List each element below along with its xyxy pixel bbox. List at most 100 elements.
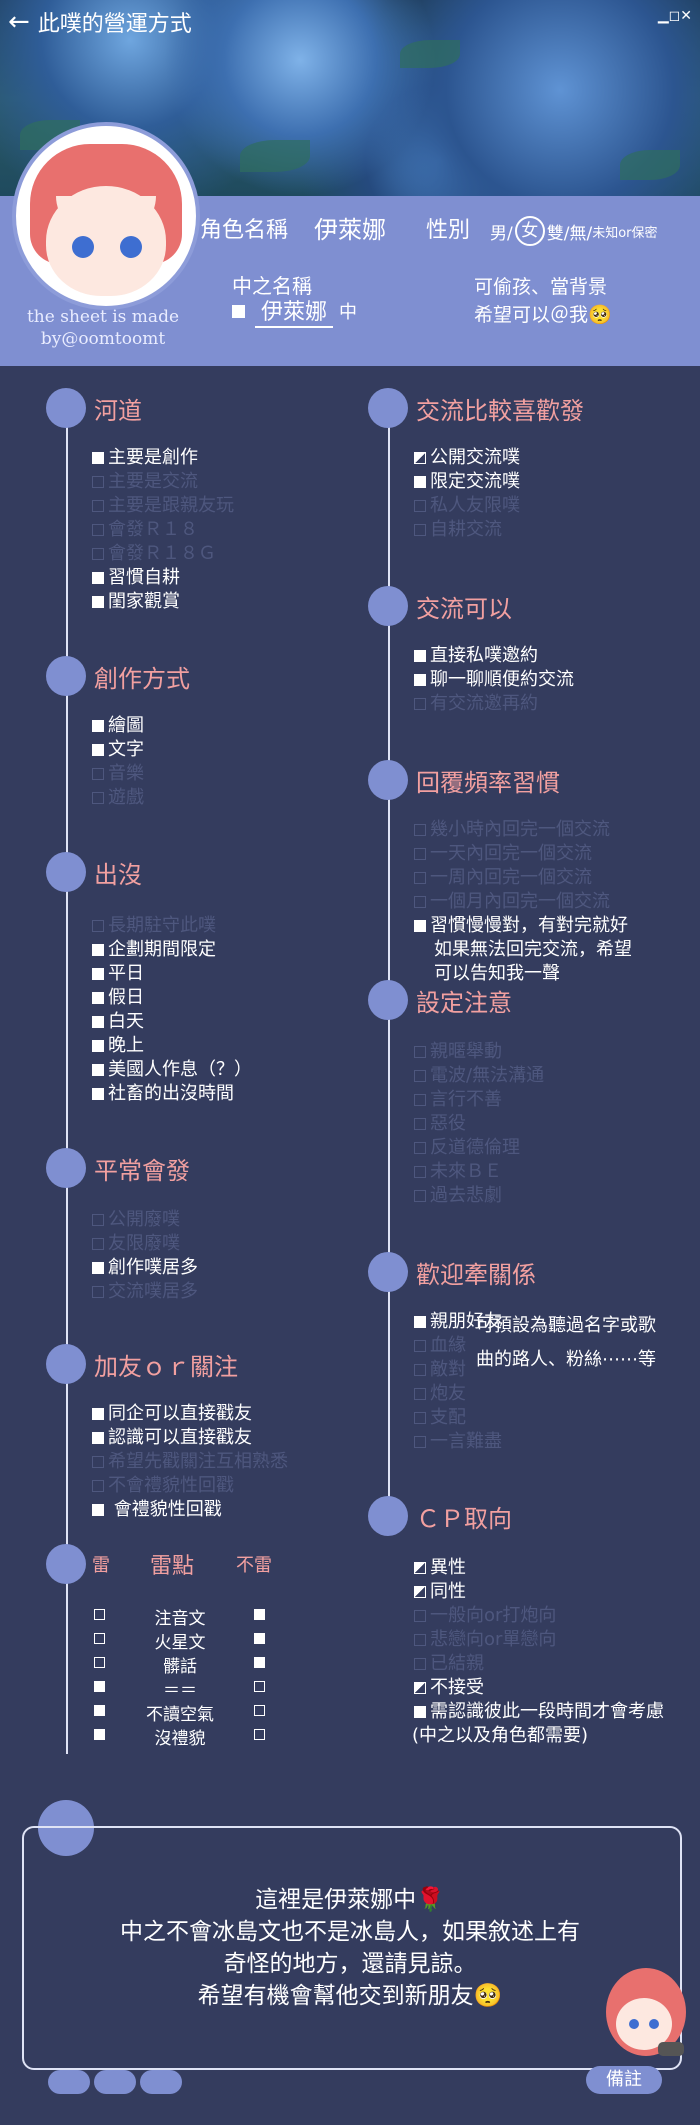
window-controls-icon[interactable]: ▁◻✕ — [657, 8, 692, 24]
mine-left-checkbox-icon[interactable] — [94, 1633, 105, 1644]
mine-right-checkbox-icon[interactable] — [254, 1657, 265, 1668]
checkbox-icon[interactable] — [414, 1364, 426, 1376]
checkbox-icon[interactable] — [92, 1456, 104, 1468]
checkbox-icon[interactable] — [92, 1480, 104, 1492]
checkbox-icon[interactable] — [92, 452, 104, 464]
left-usual-option[interactable]: 創作噗居多 — [92, 1256, 198, 1280]
right-relations-option[interactable]: 炮友 — [414, 1382, 466, 1406]
mine-right-checkbox-icon[interactable] — [254, 1681, 265, 1692]
checkbox-icon[interactable] — [92, 1432, 104, 1444]
left-friend-option[interactable]: 會禮貌性回戳 — [92, 1498, 222, 1522]
right-reply-option[interactable]: 習慣慢慢對，有對完就好 — [414, 914, 628, 938]
right-relations-option[interactable]: 敵對 — [414, 1358, 466, 1382]
checkbox-icon[interactable] — [92, 992, 104, 1004]
checkbox-icon[interactable] — [414, 674, 426, 686]
right-settings-option[interactable]: 未來ＢＥ — [414, 1160, 502, 1184]
checkbox-icon[interactable] — [92, 792, 104, 804]
checkbox-icon[interactable] — [92, 476, 104, 488]
checkbox-icon[interactable] — [414, 476, 426, 488]
checkbox-icon[interactable] — [414, 1634, 426, 1646]
checkbox-icon[interactable] — [414, 1610, 426, 1622]
left-appear-option[interactable]: 晚上 — [92, 1034, 144, 1058]
checkbox-icon[interactable] — [414, 1412, 426, 1424]
right-settings-option[interactable]: 反道德倫理 — [414, 1136, 520, 1160]
checkbox-icon[interactable] — [92, 920, 104, 932]
mine-right-checkbox-icon[interactable] — [254, 1705, 265, 1716]
mine-left-checkbox-icon[interactable] — [94, 1729, 105, 1740]
memo-button[interactable]: 備註 — [586, 2066, 662, 2094]
right-settings-option[interactable]: 電波/無法溝通 — [414, 1064, 544, 1088]
right-reply-option[interactable]: 幾小時內回完一個交流 — [414, 818, 610, 842]
checkbox-icon[interactable] — [414, 452, 426, 464]
checkbox-icon[interactable] — [414, 1070, 426, 1082]
checkbox-icon[interactable] — [92, 1214, 104, 1226]
back-arrow-icon[interactable]: ← — [8, 7, 30, 37]
checkbox-icon[interactable] — [92, 1504, 104, 1516]
checkbox-icon[interactable] — [414, 524, 426, 536]
mine-right-checkbox-icon[interactable] — [254, 1729, 265, 1740]
right-reply-option[interactable]: 一周內回完一個交流 — [414, 866, 592, 890]
right-likes-option[interactable]: 私人友限噗 — [414, 494, 520, 518]
right-settings-option[interactable]: 親暱舉動 — [414, 1040, 502, 1064]
left-appear-option[interactable]: 美國人作息（？） — [92, 1058, 252, 1082]
right-settings-option[interactable]: 惡役 — [414, 1112, 466, 1136]
right-likes-option[interactable]: 自耕交流 — [414, 518, 502, 542]
checkbox-icon[interactable] — [92, 572, 104, 584]
checkbox-icon[interactable] — [92, 596, 104, 608]
checkbox-icon[interactable] — [92, 524, 104, 536]
mine-left-checkbox-icon[interactable] — [94, 1609, 105, 1620]
right-relations-option[interactable]: 親朋好友 — [414, 1310, 502, 1334]
checkbox-icon[interactable] — [414, 920, 426, 932]
right-reply-option[interactable]: 一個月內回完一個交流 — [414, 890, 610, 914]
left-create-option[interactable]: 文字 — [92, 738, 144, 762]
left-create-option[interactable]: 遊戲 — [92, 786, 144, 810]
checkbox-icon[interactable] — [92, 1040, 104, 1052]
checkbox-icon[interactable] — [414, 698, 426, 710]
checkbox-icon[interactable] — [414, 1586, 426, 1598]
left-river-option[interactable]: 閨家觀賞 — [92, 590, 180, 614]
left-create-option[interactable]: 音樂 — [92, 762, 144, 786]
left-usual-option[interactable]: 公開廢噗 — [92, 1208, 180, 1232]
mine-right-checkbox-icon[interactable] — [254, 1609, 265, 1620]
right-cp-option[interactable]: 一般向or打炮向 — [414, 1604, 556, 1628]
checkbox-icon[interactable] — [414, 872, 426, 884]
checkbox-icon[interactable] — [92, 1238, 104, 1250]
right-relations-option[interactable]: 支配 — [414, 1406, 466, 1430]
checkbox-icon[interactable] — [414, 1166, 426, 1178]
left-friend-option[interactable]: 認識可以直接戳友 — [92, 1426, 252, 1450]
checkbox-icon[interactable] — [414, 1340, 426, 1352]
checkbox-icon[interactable] — [414, 650, 426, 662]
right-cp-option[interactable]: 同性 — [414, 1580, 466, 1604]
checkbox-icon[interactable] — [92, 1286, 104, 1298]
left-appear-option[interactable]: 假日 — [92, 986, 144, 1010]
left-river-option[interactable]: 會發Ｒ１８Ｇ — [92, 542, 216, 566]
checkbox-icon[interactable] — [92, 968, 104, 980]
mine-left-checkbox-icon[interactable] — [94, 1657, 105, 1668]
right-cp-option[interactable]: 悲戀向or單戀向 — [414, 1628, 556, 1652]
right-likes-option[interactable]: 公開交流噗 — [414, 446, 520, 470]
right-cp-option[interactable]: 異性 — [414, 1556, 466, 1580]
checkbox-icon[interactable] — [414, 848, 426, 860]
checkbox-icon[interactable] — [414, 1388, 426, 1400]
left-appear-option[interactable]: 平日 — [92, 962, 144, 986]
checkbox-icon[interactable] — [92, 944, 104, 956]
right-likes-option[interactable]: 限定交流噗 — [414, 470, 520, 494]
mine-left-checkbox-icon[interactable] — [94, 1705, 105, 1716]
checkbox-icon[interactable] — [92, 1088, 104, 1100]
left-friend-option[interactable]: 希望先戳關注互相熟悉 — [92, 1450, 288, 1474]
checkbox-icon[interactable] — [414, 824, 426, 836]
right-can-option[interactable]: 直接私噗邀約 — [414, 644, 538, 668]
left-friend-option[interactable]: 不會禮貌性回戳 — [92, 1474, 234, 1498]
right-relations-option[interactable]: 一言難盡 — [414, 1430, 502, 1454]
right-cp-option[interactable]: 需認識彼此一段時間才會考慮 — [414, 1700, 664, 1724]
nav-pill-3[interactable] — [140, 2070, 182, 2094]
right-can-option[interactable]: 有交流邀再約 — [414, 692, 538, 716]
right-cp-option[interactable]: 已結親 — [414, 1652, 484, 1676]
left-appear-option[interactable]: 企劃期間限定 — [92, 938, 216, 962]
checkbox-icon[interactable] — [414, 896, 426, 908]
left-river-option[interactable]: 會發Ｒ１８ — [92, 518, 198, 542]
left-friend-option[interactable]: 同企可以直接戳友 — [92, 1402, 252, 1426]
checkbox-icon[interactable] — [92, 1408, 104, 1420]
left-river-option[interactable]: 主要是跟親友玩 — [92, 494, 234, 518]
right-cp-option[interactable]: 不接受 — [414, 1676, 484, 1700]
